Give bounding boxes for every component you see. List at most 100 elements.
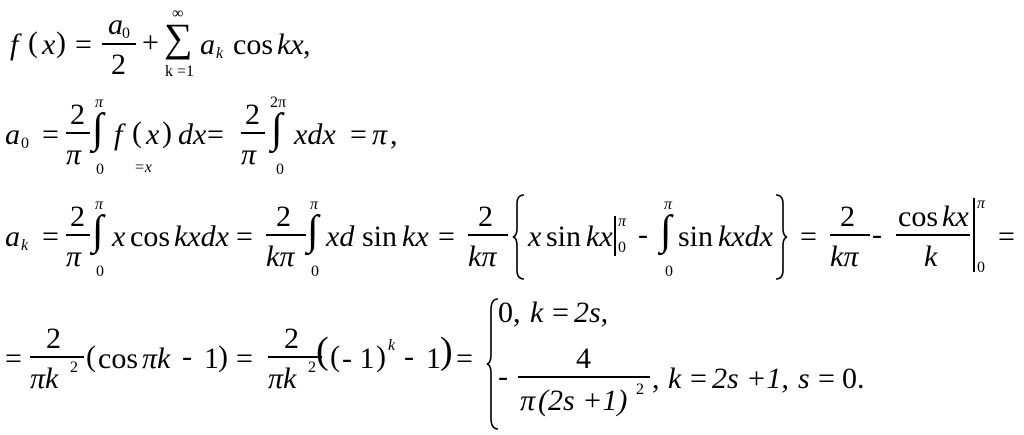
case2-den-inner: (2s +1) [538,384,628,417]
xd: xd [326,220,355,253]
big-paren-left: ( [316,330,329,372]
case2-zero: 0. [842,362,865,395]
integral-symbol: ∫ [92,106,104,152]
equals: = [438,220,455,253]
cases-brace [486,298,499,430]
paren-right: ) [218,340,228,373]
case2-minus: - [498,360,508,393]
integral-symbol: ∫ [271,106,283,152]
paren-right: ) [162,116,172,149]
sum-symbol: ∑ [164,15,193,60]
fraction-bar [896,234,970,236]
ak-subscript: k [216,45,224,62]
integral-symbol: ∫ [92,208,104,254]
comma: , [652,362,660,395]
int-lower: 0 [96,263,104,280]
equals: = [207,118,224,151]
minus: - [404,340,414,373]
fraction-bar [266,234,306,236]
minus: - [638,218,648,251]
case2-equals2: = [818,362,835,395]
den-pi: π [241,138,257,171]
equals: = [998,220,1015,253]
sin-fn: sin [678,220,714,253]
int-upper: 2π [270,94,287,111]
paren-right: ) [376,340,386,373]
eval-lower: 0 [977,259,985,276]
dx: dx [178,118,207,151]
equals: = [236,220,253,253]
paren-right: ) [56,26,66,59]
power-k: k [388,337,396,354]
kxdx: kxdx [718,220,773,253]
integral-symbol: ∫ [307,208,319,254]
int-upper: π [95,196,104,213]
int-lower: 0 [311,263,319,280]
case2-k: k [668,362,682,395]
num-2: 2 [276,200,291,233]
kx-arg: kx [402,220,429,253]
x-var: x [146,118,160,151]
den-pi: π [66,240,82,273]
case1-k: k [530,296,544,329]
ak-coef: a [200,28,215,61]
case1-equals: = [552,296,569,329]
ak-lhs: a [5,220,20,253]
paren-left: ( [86,340,96,373]
num-2: 2 [70,98,85,131]
case2-numerator: 4 [576,342,591,375]
int-upper: π [664,196,673,213]
fraction-bar [830,234,870,236]
int-lower: 0 [96,161,104,178]
case2-equals: = [690,362,707,395]
pi-result: π [372,118,388,151]
eval-bar [973,198,975,272]
fraction-bar [66,132,90,134]
equals: = [42,220,59,253]
den-pik: πk [268,362,297,395]
int-lower: 0 [276,161,284,178]
case2-den-sup: 2 [636,381,644,398]
num-2: 2 [478,200,493,233]
one: 1 [426,342,441,375]
fraction-bar [30,356,84,358]
eval-upper: π [977,195,986,212]
minus-one: - 1 [342,342,375,375]
equals: = [75,28,92,61]
kx-arg: kx [586,220,613,253]
den-pik: πk [30,362,59,395]
sum-upper: ∞ [172,5,184,22]
ak-lhs-sub: k [21,237,29,254]
den-kpi: kπ [830,240,859,273]
pik-arg: πk [142,342,171,375]
comma: , [390,118,398,151]
sin-fn: sin [546,220,582,253]
a0-lhs-sub: 0 [21,135,29,152]
big-paren-right: ) [440,330,453,372]
num-2: 2 [245,98,260,131]
den-kpi: kπ [468,240,497,273]
paren-left: ( [330,340,340,373]
equals: = [800,220,817,253]
den-sup: 2 [70,359,78,376]
sin-fn: sin [362,220,398,253]
int-upper: π [310,196,319,213]
eval-bar [614,216,616,256]
den-sup: 2 [308,359,316,376]
cos-fn: cos [898,200,938,233]
cos-fn: cos [130,220,170,253]
denominator-2: 2 [111,48,126,81]
sum-lower: k =1 [165,63,195,80]
a0-numerator: a [108,8,123,41]
equals: = [456,342,473,375]
equals: = [42,118,59,151]
comma: , [303,28,311,61]
eval-upper: π [618,213,627,230]
num-2: 2 [70,200,85,233]
fraction-bar [102,43,136,45]
plus: + [142,26,159,59]
den-kpi: kπ [266,240,295,273]
x-var: x [112,220,126,253]
fraction-bar [518,376,650,378]
